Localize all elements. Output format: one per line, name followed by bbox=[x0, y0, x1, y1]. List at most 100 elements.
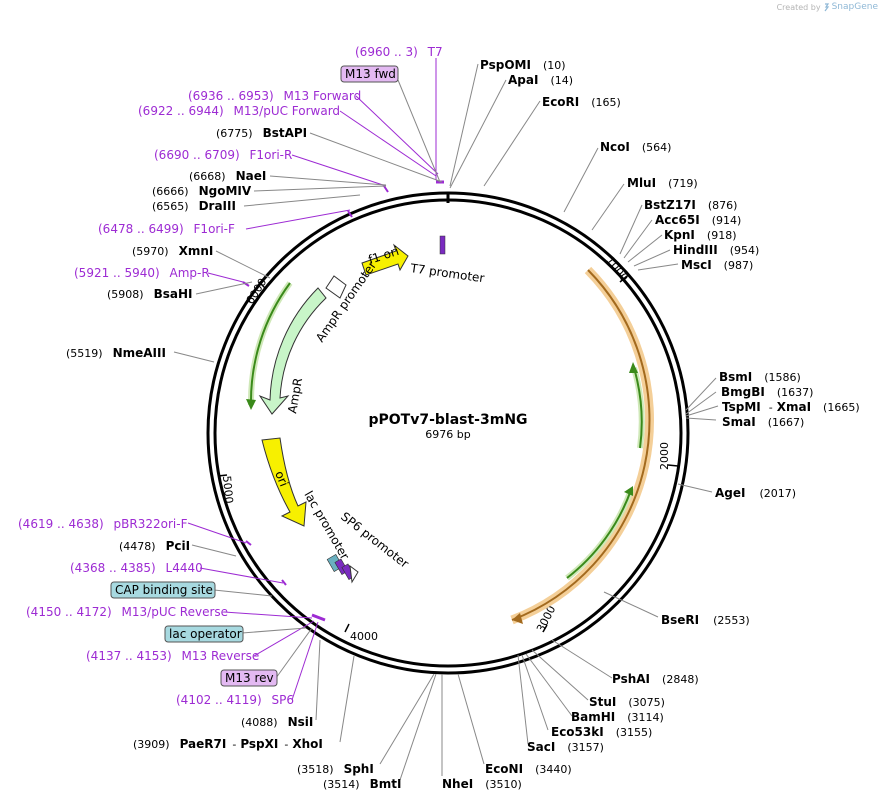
site-paer7i-pspxi-xhoi: (3909)PaeR7I-PspXI-XhoI bbox=[133, 737, 323, 751]
inner-features: f1 ori T7 promoter AmpR promoter AmpR or… bbox=[258, 235, 485, 584]
t7-promoter-marker bbox=[439, 235, 446, 255]
leader-bseri bbox=[603, 591, 659, 618]
credit-brand: SnapGene bbox=[831, 2, 878, 12]
leader-f1ori-r bbox=[291, 154, 387, 187]
site-naei: (6668)NaeI bbox=[189, 169, 266, 183]
site-hindiii: HindIII(954) bbox=[673, 243, 759, 257]
site-bmgbi: BmgBI(1637) bbox=[721, 385, 813, 399]
tick-label-4000: 4000 bbox=[350, 630, 378, 643]
leader-m13-rev-box bbox=[275, 627, 313, 679]
leader-bamhi bbox=[525, 653, 573, 717]
credit-created-by: Created by bbox=[776, 2, 821, 12]
snapgene-credit: Created by SnapGene bbox=[777, 2, 878, 12]
cap-binding-site-box-bg bbox=[110, 581, 216, 599]
primer-m13-reverse-label: (4137 .. 4153) M13 Reverse bbox=[86, 649, 259, 663]
tick-mark-1000 bbox=[619, 275, 628, 283]
site-bmti: (3514)BmtI bbox=[323, 777, 401, 791]
site-msci: MscI(987) bbox=[681, 258, 753, 272]
site-draiii: (6565)DraIII bbox=[152, 199, 236, 213]
leader-pbr322 bbox=[187, 522, 247, 544]
site-bamhi: BamHI(3114) bbox=[571, 710, 664, 724]
leader-hindiii bbox=[633, 249, 671, 267]
m13-rev-box: M13 rev bbox=[220, 669, 278, 687]
primer-tick-amp-r bbox=[242, 281, 250, 287]
primer-m13-puc-forward-label: (6922 .. 6944) M13/pUC Forward bbox=[138, 104, 340, 118]
green-arc-2 bbox=[566, 489, 632, 579]
site-apai: ApaI(14) bbox=[508, 73, 573, 87]
site-nmeaiii: (5519)NmeAIII bbox=[66, 346, 166, 360]
leader-ngomiv bbox=[253, 185, 387, 192]
leader-lac-operator-box bbox=[241, 627, 307, 634]
leader-kpni bbox=[627, 234, 663, 263]
tick-label-6000: 6000 bbox=[244, 276, 270, 307]
tick-label-2000: 2000 bbox=[658, 442, 671, 470]
ori-label: ori bbox=[272, 469, 291, 489]
primer-amp-r-label: (5921 .. 5940) Amp-R bbox=[74, 266, 210, 280]
site-acc65i: Acc65I(914) bbox=[655, 213, 741, 227]
site-xmni: (5970)XmnI bbox=[132, 244, 213, 258]
site-stui: StuI(3075) bbox=[589, 695, 665, 709]
green-arrowhead-1 bbox=[629, 362, 638, 373]
primer-t7-label: (6960 .. 3) T7 bbox=[355, 45, 443, 59]
tick-mark-2000 bbox=[667, 464, 679, 467]
site-pspomi: PspOMI(10) bbox=[480, 58, 566, 72]
primer-tick-pbr322 bbox=[245, 540, 252, 546]
site-nhei: NheI(3510) bbox=[442, 777, 522, 791]
primer-labels: (6960 .. 3) T7 (6936 .. 6953) M13 Forwar… bbox=[18, 45, 443, 707]
tick-mark-3000 bbox=[542, 624, 548, 633]
leader-naei bbox=[269, 175, 387, 186]
site-ecori: EcoRI(165) bbox=[542, 95, 621, 109]
leader-eco53ki bbox=[521, 654, 549, 731]
leader-nsii bbox=[315, 639, 321, 721]
ampr-arrow bbox=[258, 287, 327, 415]
leader-draiii bbox=[243, 194, 361, 207]
leader-l4440 bbox=[199, 567, 284, 584]
primer-m13-puc-reverse-label: (4150 .. 4172) M13/pUC Reverse bbox=[26, 605, 228, 619]
leader-sp6 bbox=[291, 621, 319, 701]
leader-econi bbox=[457, 673, 485, 765]
lac-operator-box-label: lac operator bbox=[169, 627, 242, 641]
green-arrowhead-2 bbox=[624, 486, 633, 496]
cds-arrowhead bbox=[512, 613, 523, 624]
site-saci: SacI(3157) bbox=[527, 740, 604, 754]
leader-m13-puc-forward bbox=[339, 110, 437, 177]
leader-agei bbox=[677, 483, 713, 493]
lac-region-markers bbox=[326, 554, 359, 584]
site-bstapi: (6775)BstAPI bbox=[216, 126, 307, 140]
leader-sphi bbox=[379, 673, 435, 765]
site-bsmi: BsmI(1586) bbox=[719, 370, 801, 384]
primer-m13-forward-label: (6936 .. 6953) M13 Forward bbox=[188, 89, 361, 103]
m13-fwd-box-label: M13 fwd bbox=[345, 67, 396, 81]
primer-sp6-label: (4102 .. 4119) SP6 bbox=[176, 693, 294, 707]
tick-mark-6000 bbox=[258, 281, 266, 289]
leader-bsahi bbox=[195, 281, 253, 295]
site-smai: SmaI(1667) bbox=[722, 415, 804, 429]
plasmid-size: 6976 bp bbox=[425, 428, 470, 441]
sp6-promoter-label: SP6 promoter bbox=[338, 509, 411, 571]
ampr-label: AmpR bbox=[285, 377, 305, 415]
primer-f1ori-f-label: (6478 .. 6499) F1ori-F bbox=[98, 222, 235, 236]
site-econi: EcoNI(3440) bbox=[485, 762, 572, 776]
site-sphi: (3518)SphI bbox=[297, 762, 374, 776]
restriction-sites-left: (6775)BstAPI (6668)NaeI (6666)NgoMIV (65… bbox=[66, 126, 401, 791]
leader-pspomi bbox=[449, 63, 479, 187]
leader-f1ori-f bbox=[245, 209, 351, 230]
leader-xmni bbox=[215, 250, 271, 279]
leader-bstz17i bbox=[619, 204, 643, 255]
site-kpni: KpnI(918) bbox=[664, 228, 737, 242]
tick-mark-5000 bbox=[217, 474, 228, 477]
leader-bstapi bbox=[309, 132, 443, 183]
leader-m13-reverse bbox=[253, 620, 315, 657]
site-eco53ki: Eco53kI(3155) bbox=[551, 725, 652, 739]
site-ngomiv: (6666)NgoMIV bbox=[152, 184, 252, 198]
green-arrowhead-3 bbox=[246, 399, 256, 410]
cds-arc bbox=[511, 269, 651, 621]
m13-rev-box-bg bbox=[220, 669, 278, 687]
leader-cap-box bbox=[213, 589, 273, 597]
m13-fwd-box-bg bbox=[340, 65, 399, 83]
site-pcii: (4478)PciI bbox=[119, 539, 190, 553]
cap-binding-site-box: CAP binding site bbox=[110, 581, 216, 599]
leader-m13-puc-reverse bbox=[223, 611, 313, 619]
leader-nmeaiii bbox=[173, 351, 215, 363]
leader-m13-forward bbox=[355, 95, 439, 175]
